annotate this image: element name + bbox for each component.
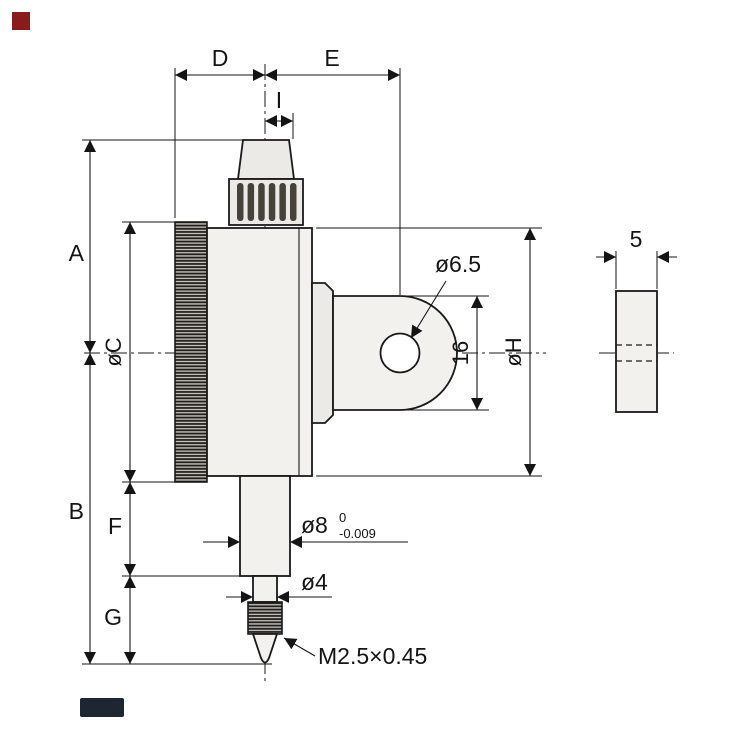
leader-line [283, 637, 316, 657]
leader-line [410, 280, 447, 339]
top-cap [236, 139, 296, 180]
hole-dia-label: ø6.5 [435, 251, 481, 277]
dim-d: D [174, 45, 265, 218]
stem-tol-lower: -0.009 [339, 526, 376, 541]
stem-dia-label: ø8 [301, 512, 328, 538]
crown-slot [268, 183, 276, 221]
plate-thickness-label: 5 [630, 226, 643, 252]
indicator-body [174, 139, 458, 664]
callout-hole-dia: ø6.5 [410, 251, 481, 339]
stem-tol-upper: 0 [339, 510, 346, 525]
dim-f: F [108, 482, 240, 577]
plate-part [615, 290, 658, 413]
dim-f-label: F [108, 513, 122, 539]
dim-stem-dia: ø8 0 -0.009 [203, 510, 408, 549]
crown-slot [237, 183, 244, 221]
dim-e-label: E [324, 45, 339, 71]
dim-a: A [69, 139, 243, 353]
dim-e: E [265, 45, 401, 295]
dim-b-label: B [69, 498, 84, 524]
lug-flange [311, 282, 334, 424]
dim-h: øH [316, 227, 542, 477]
crown-slot [290, 183, 297, 221]
lug-hole [379, 332, 421, 374]
dim-d-label: D [212, 45, 229, 71]
dim-a-label: A [69, 240, 85, 266]
crown-slot [247, 183, 255, 221]
spindle-neck [252, 575, 278, 603]
crown-slot [279, 183, 286, 221]
dim-h-label: øH [501, 337, 526, 366]
callout-thread: M2.5×0.45 [283, 637, 427, 669]
body-cylinder [206, 227, 313, 477]
dim-boss-16: 16 [404, 295, 489, 411]
dim-i-label: I [276, 87, 282, 113]
dim-16-label: 16 [448, 341, 473, 365]
stem [239, 475, 291, 577]
brand-mark-bottom-left [80, 698, 124, 717]
crown-ribs [237, 183, 297, 221]
dim-plate-thickness: 5 [596, 226, 677, 289]
dim-b: B [69, 353, 272, 665]
dim-c-label: øC [101, 337, 126, 366]
dim-neck-dia: ø4 [226, 569, 332, 604]
plate-outline [615, 290, 658, 413]
brand-mark-top-left [12, 12, 30, 30]
thread-label: M2.5×0.45 [318, 643, 427, 669]
dim-i: I [265, 87, 294, 139]
contact-point-tip [251, 633, 279, 664]
dim-g: G [104, 576, 137, 664]
knurled-bezel [174, 221, 208, 483]
dim-g-label: G [104, 604, 122, 630]
neck-dia-label: ø4 [301, 569, 328, 595]
crown-slot [258, 183, 265, 221]
knurled-contact-clamp [247, 601, 283, 635]
dim-c: øC [101, 221, 175, 483]
